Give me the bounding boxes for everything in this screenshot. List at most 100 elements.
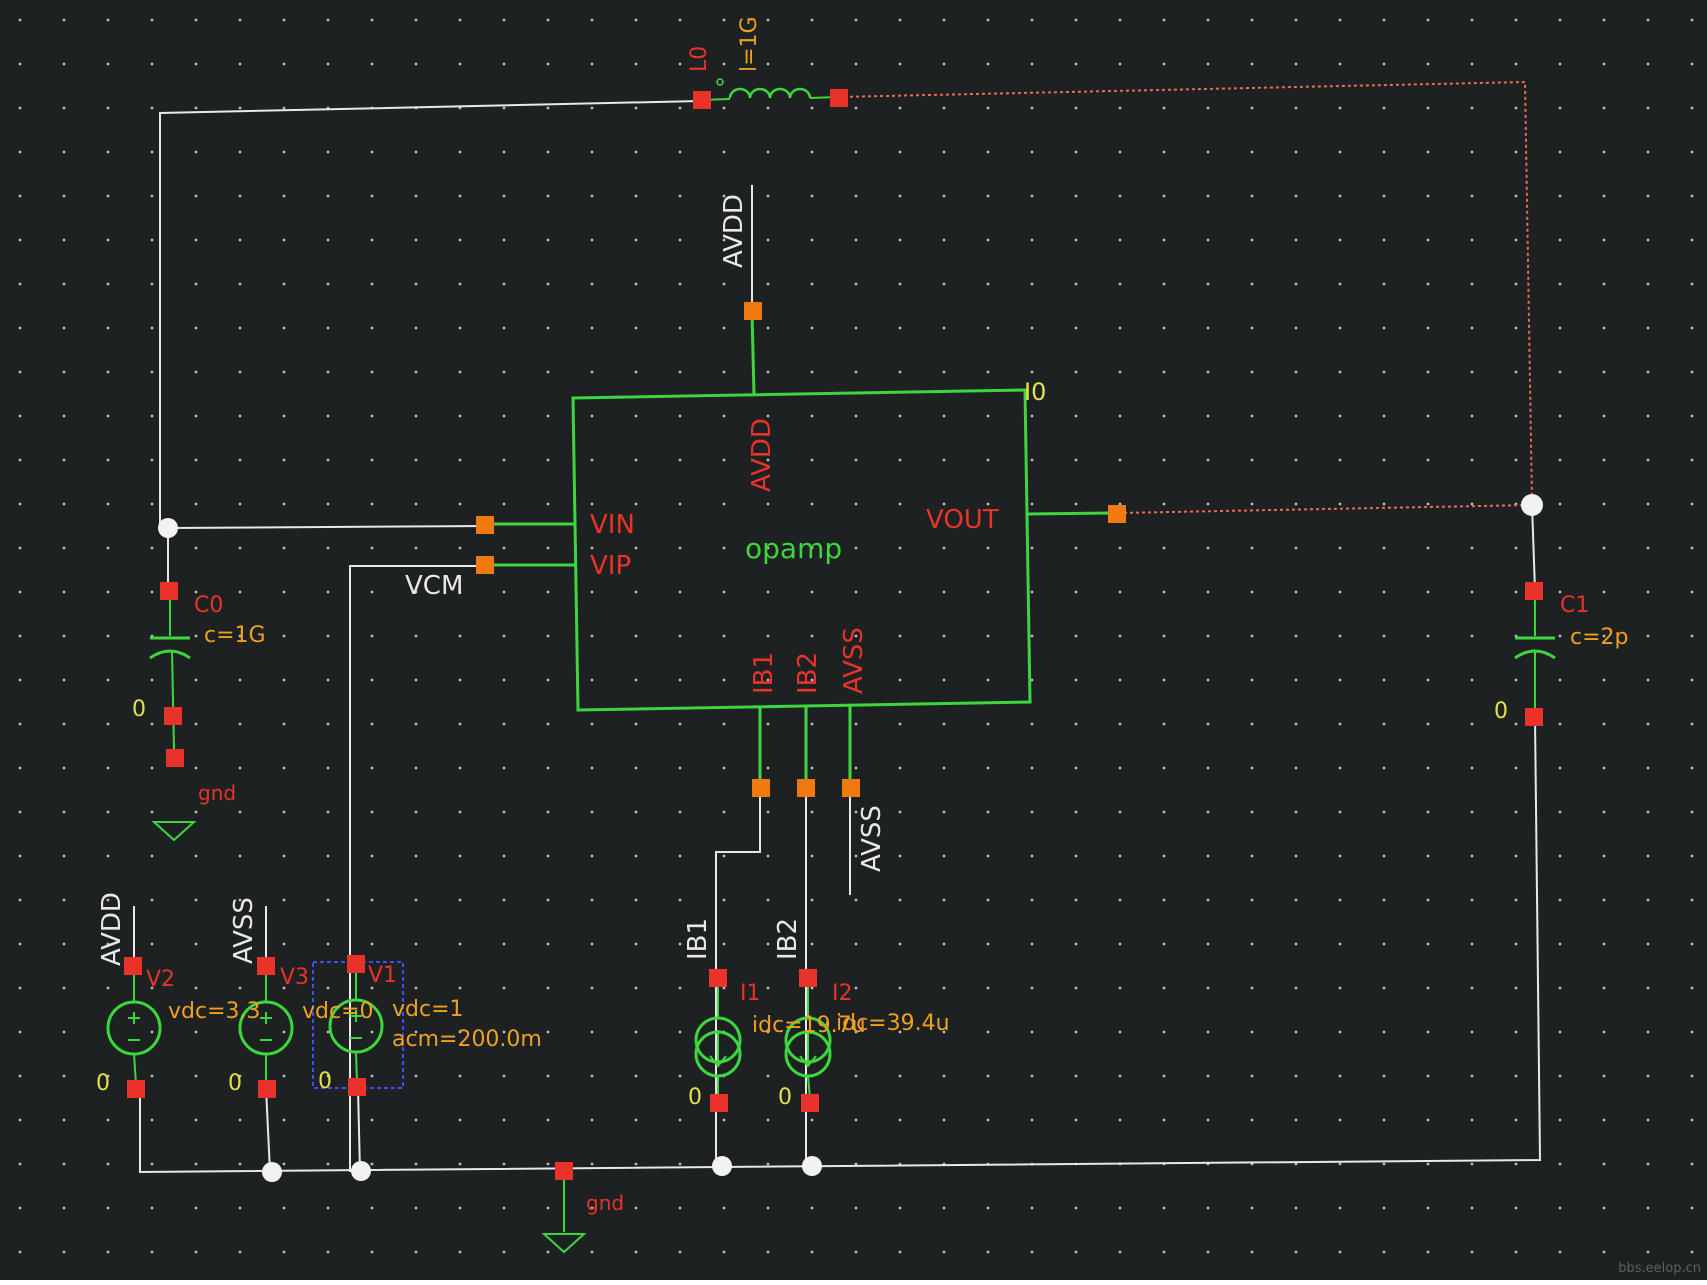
opamp-avdd-pin[interactable] xyxy=(744,302,762,320)
grid-dot xyxy=(1514,1162,1518,1166)
inductor-to-vout-wire[interactable] xyxy=(837,80,1533,503)
grid-dot xyxy=(766,546,770,550)
vin-wire[interactable] xyxy=(167,525,489,529)
grid-dot xyxy=(18,194,22,198)
grid-dot xyxy=(590,1250,594,1254)
grid-dot xyxy=(986,370,990,374)
main-gnd-pin[interactable] xyxy=(555,1162,573,1180)
opamp-ib2-pin[interactable] xyxy=(797,779,815,797)
grid-dot xyxy=(810,1250,814,1254)
grid-dot xyxy=(106,1074,110,1078)
bottom-gnd-wire[interactable] xyxy=(139,717,1542,1174)
c1-pin-top[interactable] xyxy=(1525,582,1543,600)
grid-dot xyxy=(1118,1250,1122,1254)
grid-dot xyxy=(722,942,726,946)
grid-dot xyxy=(502,678,506,682)
grid-dot xyxy=(238,502,242,506)
grid-dot xyxy=(1338,1118,1342,1122)
grid-dot xyxy=(942,766,946,770)
grid-dot xyxy=(1470,546,1474,550)
grid-dot xyxy=(766,854,770,858)
grid-dot xyxy=(678,238,682,242)
grid-dot xyxy=(1118,590,1122,594)
grid-dot xyxy=(546,1118,550,1122)
grid-dot xyxy=(414,590,418,594)
grid-dot xyxy=(18,1162,22,1166)
v1-pin-bottom[interactable] xyxy=(348,1078,366,1096)
grid-dot xyxy=(1646,502,1650,506)
c0-gnd-pin[interactable] xyxy=(166,749,184,767)
v3-pin-top[interactable] xyxy=(257,957,275,975)
grid-dot xyxy=(986,458,990,462)
i2-pin-top[interactable] xyxy=(799,969,817,987)
i2-pin-bottom[interactable] xyxy=(801,1094,819,1112)
grid-dot xyxy=(1426,898,1430,902)
grid-dot xyxy=(1294,942,1298,946)
grid-dot xyxy=(942,18,946,22)
grid-dot xyxy=(1558,150,1562,154)
c1-top-wire[interactable] xyxy=(1531,504,1536,591)
opamp-vout-pin[interactable] xyxy=(1108,505,1126,523)
grid-dot xyxy=(106,766,110,770)
v2-pin-top[interactable] xyxy=(124,957,142,975)
grid-dot xyxy=(1382,414,1386,418)
grid-dot xyxy=(1118,414,1122,418)
i1-pin-top[interactable] xyxy=(709,969,727,987)
grid-dot xyxy=(898,1074,902,1078)
grid-dot xyxy=(62,898,66,902)
opamp-ib1-pin[interactable] xyxy=(752,779,770,797)
v1-pin-top[interactable] xyxy=(347,955,365,973)
grid-dot xyxy=(1206,414,1210,418)
grid-dot xyxy=(1514,238,1518,242)
grid-dot xyxy=(1558,282,1562,286)
grid-dot xyxy=(1514,986,1518,990)
inductor-l0-coil[interactable] xyxy=(728,87,812,99)
grid-dot xyxy=(502,766,506,770)
v3-pin-bottom[interactable] xyxy=(258,1080,276,1098)
grid-dot xyxy=(1074,18,1078,22)
grid-dot xyxy=(854,590,858,594)
grid-dot xyxy=(370,766,374,770)
grid-dot xyxy=(1250,502,1254,506)
i1-pin-bottom[interactable] xyxy=(710,1094,728,1112)
ib1-wire[interactable] xyxy=(715,788,761,1166)
opamp-vin-pin[interactable] xyxy=(476,516,494,534)
grid-dot xyxy=(1338,590,1342,594)
grid-dot xyxy=(678,722,682,726)
selected-wires[interactable] xyxy=(837,80,1533,514)
grid-dot xyxy=(1646,458,1650,462)
grid-dot xyxy=(1250,282,1254,286)
grid-dot xyxy=(634,1074,638,1078)
opamp-body[interactable] xyxy=(571,388,1032,712)
grid-dot xyxy=(1250,106,1254,110)
grid-dot xyxy=(854,370,858,374)
l0-pin-right[interactable] xyxy=(830,89,848,107)
l0-pin-left[interactable] xyxy=(693,91,711,109)
opamp-avss-pin[interactable] xyxy=(842,779,860,797)
v3-bottom-wire[interactable] xyxy=(265,1087,271,1173)
c0-pin-bottom[interactable] xyxy=(164,707,182,725)
grid-dot xyxy=(282,106,286,110)
grid-dot xyxy=(194,62,198,66)
grid-dot xyxy=(1426,1250,1430,1254)
opamp-vip-pin[interactable] xyxy=(476,556,494,574)
grid-dot xyxy=(1206,106,1210,110)
c1-pin-bottom[interactable] xyxy=(1525,708,1543,726)
grid-dot xyxy=(282,370,286,374)
c0-pin-top[interactable] xyxy=(160,582,178,600)
grid-dot xyxy=(1294,678,1298,682)
grid-dot xyxy=(502,1162,506,1166)
grid-dot xyxy=(1646,326,1650,330)
v1-bottom-wire[interactable] xyxy=(357,1087,361,1173)
grid-dot xyxy=(458,1162,462,1166)
v2-pin-bottom[interactable] xyxy=(127,1080,145,1098)
feedback-wire[interactable] xyxy=(159,100,701,528)
grid-dot xyxy=(150,766,154,770)
pins[interactable] xyxy=(124,89,1543,1180)
grid-dot xyxy=(326,678,330,682)
grid-dot xyxy=(1030,766,1034,770)
grid-dot xyxy=(1074,370,1078,374)
grid-dot xyxy=(634,898,638,902)
